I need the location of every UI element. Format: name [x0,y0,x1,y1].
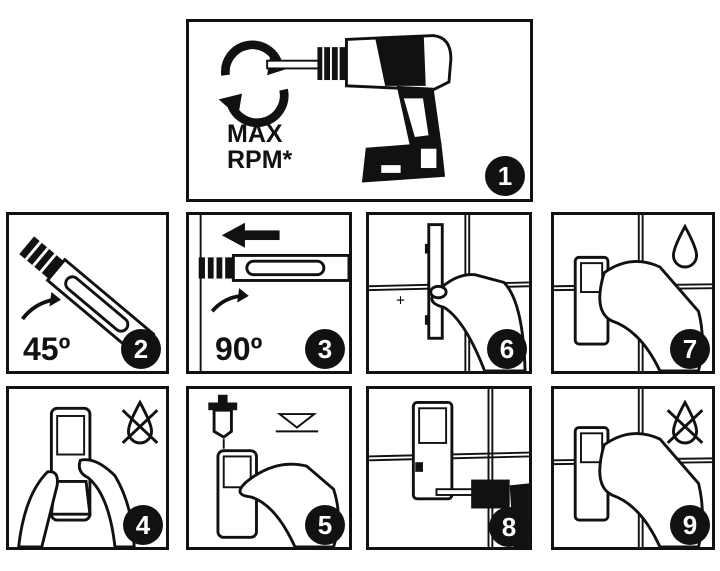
step-3-panel: 90º 3 [186,212,352,374]
step-number-1: 1 [485,156,525,196]
power-drill-icon [218,34,453,183]
core-bit-angle-90-icon [198,215,349,371]
faucet-icon [208,394,238,449]
step-8-panel: 8 [366,386,532,550]
angle-label: 45º [23,331,71,367]
guide-prepare-icon [17,399,159,547]
arrow-left-icon [221,222,280,248]
step-5-panel: 5 [186,386,352,550]
svg-text:+: + [396,293,405,310]
step-4-panel: 4 [6,386,169,550]
angle-label: 90º [215,331,263,367]
step-6-panel: + 6 [366,212,532,374]
step-number-7: 7 [670,329,710,369]
step-number-9: 9 [670,505,710,545]
core-bit-angle-45-icon [19,236,156,357]
no-water-icon [666,399,704,445]
step-number-6: 6 [487,329,527,369]
drilling-icon [369,389,529,547]
step-number-2: 2 [121,329,161,369]
water-drop-icon [671,223,699,269]
step-number-8: 8 [489,507,529,547]
step-number-3: 3 [305,329,345,369]
no-water-icon [121,399,159,445]
step-1-panel: MAX RPM* 1 [186,19,533,202]
step-9-panel: 9 [551,386,715,550]
fill-level-icon [275,413,319,433]
step-number-5: 5 [305,505,345,545]
step-7-panel: 7 [551,212,715,374]
step-number-4: 4 [123,505,163,545]
remove-guide-icon [554,389,712,547]
max-label: MAX [227,120,283,148]
step-2-panel: 45º 2 [6,212,169,374]
rpm-label: RPM* [227,146,293,174]
